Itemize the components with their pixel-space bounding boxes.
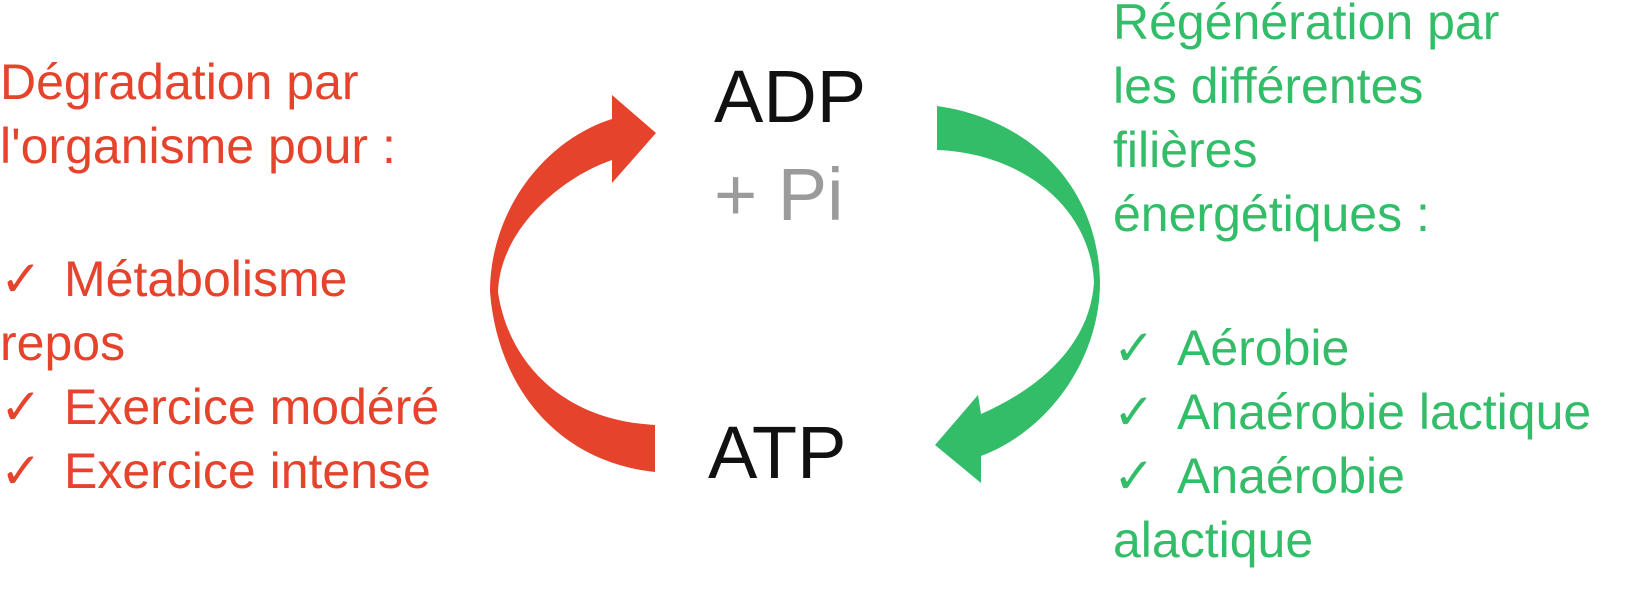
adp-label: ADP [714,55,867,138]
left-item-2-label: Exercice modéré [64,379,440,435]
left-item-3: ✓ Exercice intense [0,439,431,503]
right-title-line-1: Régénération par [1113,0,1500,50]
left-title-line-1: Dégradation par [0,54,359,110]
left-title-line-2: l'organisme pour : [0,118,396,174]
right-title-line-2: les différentes [1113,58,1424,114]
green-curved-arrow [935,106,1100,483]
right-title-line-3: filières [1113,122,1258,178]
right-item-2: ✓ Anaérobie lactique [1113,380,1591,444]
check-icon: ✓ [0,379,42,435]
check-icon: ✓ [0,251,42,307]
right-item-3-continuation: alactique [1113,512,1314,568]
left-item-1-label: Métabolisme [64,251,348,307]
left-item-1: ✓ Métabolisme [0,247,347,311]
check-icon: ✓ [0,443,42,499]
red-curved-arrow [490,95,656,472]
right-item-1: ✓ Aérobie [1113,316,1349,380]
check-icon: ✓ [1113,448,1155,504]
check-icon: ✓ [1113,384,1155,440]
atp-label: ATP [708,411,847,494]
pi-label: + Pi [714,153,844,236]
right-item-3: ✓ Anaérobie [1113,444,1405,508]
right-item-2-label: Anaérobie lactique [1177,384,1592,440]
left-item-2: ✓ Exercice modéré [0,375,439,439]
left-item-3-label: Exercice intense [64,443,431,499]
right-item-3-label: Anaérobie [1177,448,1405,504]
right-item-1-label: Aérobie [1177,320,1350,376]
left-item-1-continuation: repos [0,315,126,371]
right-title-line-4: énergétiques : [1113,186,1430,242]
check-icon: ✓ [1113,320,1155,376]
